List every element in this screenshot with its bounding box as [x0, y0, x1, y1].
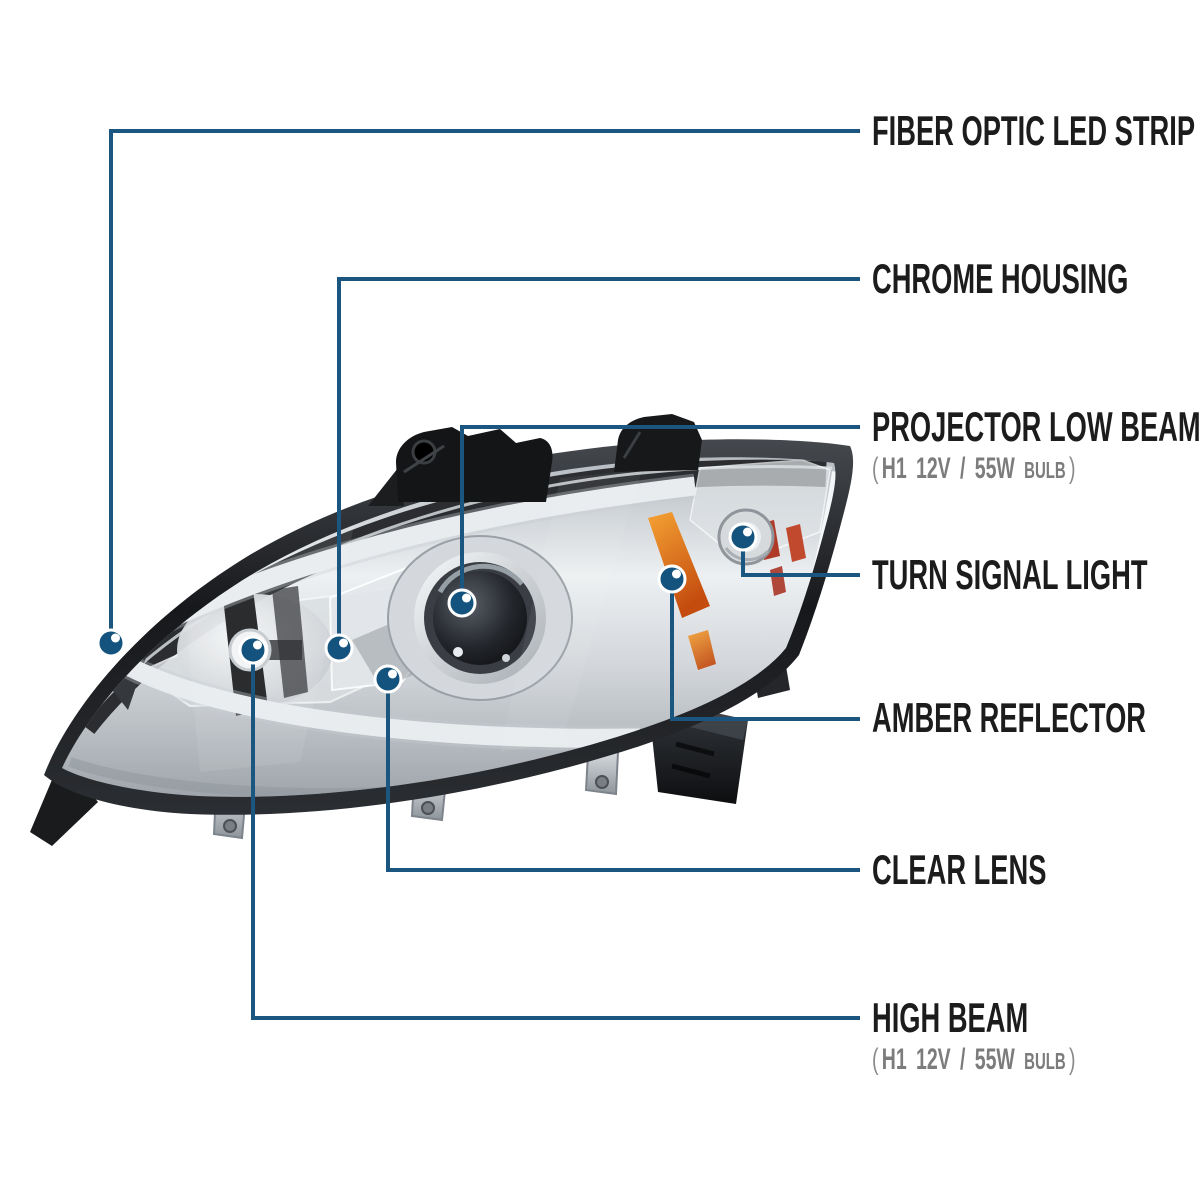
- callout-dot-projector-low-beam: [447, 588, 477, 618]
- callout-fiber-optic-led-strip: FIBER OPTIC LED STRIP: [872, 109, 1200, 153]
- callout-dot-high-beam: [238, 635, 268, 665]
- leader-high-beam: [251, 650, 860, 1020]
- callout-dot-clear-lens: [373, 664, 403, 694]
- screw-icon: [595, 775, 609, 789]
- callout-projector-low-beam: PROJECTOR LOW BEAM (H1 12V / 55W BULB): [872, 405, 1200, 488]
- callout-amber-reflector: AMBER REFLECTOR: [872, 696, 1200, 740]
- callout-title: PROJECTOR LOW BEAM: [872, 403, 1200, 450]
- callout-title: CLEAR LENS: [872, 846, 1047, 893]
- callout-title: CHROME HOUSING: [872, 255, 1129, 302]
- leader-clear-lens: [386, 679, 860, 872]
- leader-amber-reflector: [670, 579, 860, 721]
- callout-subtitle: (H1 12V / 55W BULB): [872, 1043, 1076, 1076]
- callout-dot-turn-signal-light: [728, 522, 758, 552]
- callout-title: HIGH BEAM: [872, 994, 1029, 1041]
- callout-dot-fiber-optic-led-strip: [96, 628, 126, 658]
- callout-title: FIBER OPTIC LED STRIP: [872, 107, 1196, 154]
- upper-mounting-bracket: [368, 427, 553, 506]
- callout-subtitle: (H1 12V / 55W BULB): [872, 452, 1076, 485]
- screw-icon: [421, 801, 435, 815]
- callout-clear-lens: CLEAR LENS: [872, 848, 1140, 892]
- callout-turn-signal-light: TURN SIGNAL LIGHT: [872, 553, 1200, 597]
- callout-title: AMBER REFLECTOR: [872, 694, 1147, 741]
- leader-fiber-optic-led-strip: [109, 129, 860, 643]
- callout-dot-chrome-housing: [324, 633, 354, 663]
- leader-chrome-housing: [337, 277, 860, 648]
- callout-high-beam: HIGH BEAM (H1 12V / 55W BULB): [872, 996, 1185, 1079]
- screw-icon: [223, 819, 237, 833]
- projector-assembly: [387, 535, 573, 701]
- callout-dot-amber-reflector: [657, 564, 687, 594]
- leader-turn-signal-light: [741, 537, 860, 577]
- callout-chrome-housing: CHROME HOUSING: [872, 257, 1200, 301]
- callout-title: TURN SIGNAL LIGHT: [872, 551, 1148, 598]
- leader-projector-low-beam: [460, 425, 860, 603]
